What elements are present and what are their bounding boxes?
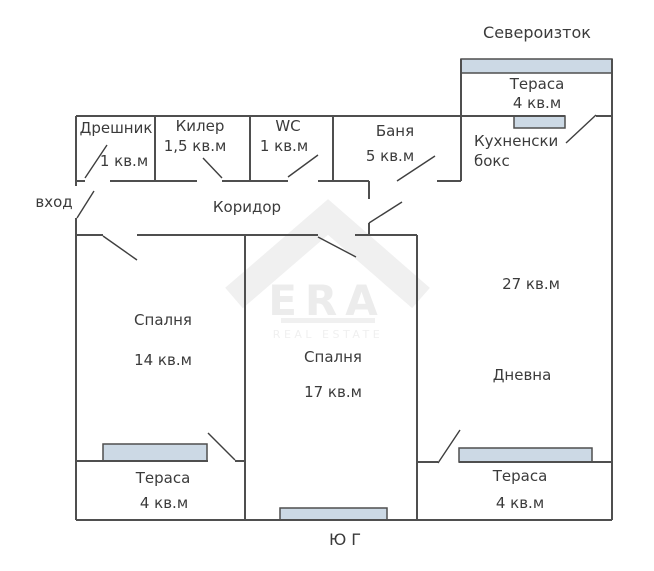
door-dreshnik <box>84 144 108 179</box>
entrance-label: вход <box>35 193 72 211</box>
door-kiler <box>202 157 223 179</box>
door-entrance <box>76 190 95 219</box>
window-kitchen <box>513 115 566 129</box>
labels: Североизток Тераса 4 кв.м Дрешник 1 кв.м… <box>35 23 591 549</box>
door-kitchen-terrace <box>565 114 597 144</box>
kitchen-name-line2: бокс <box>474 152 510 170</box>
terrace-sw-name: Тераса <box>135 469 191 487</box>
door-bedroom-left <box>102 235 138 261</box>
walls <box>75 59 613 521</box>
bedroom-middle-area: 17 кв.м <box>304 383 362 401</box>
wc-name: WC <box>275 117 300 135</box>
kiler-name: Килер <box>176 117 225 135</box>
windows <box>102 58 613 521</box>
bedroom-left-name: Спалня <box>134 311 192 329</box>
era-logo-tagline: REAL ESTATE <box>273 328 383 341</box>
walls-horizontal <box>76 115 612 521</box>
door-banya <box>396 155 436 182</box>
kitchen-name-line1: Кухненски <box>474 132 558 150</box>
doors <box>76 114 597 464</box>
living-area: 27 кв.м <box>502 275 560 293</box>
banya-area: 5 кв.м <box>366 147 414 165</box>
terrace-ne-area: 4 кв.м <box>513 94 561 112</box>
corridor-label: Коридор <box>213 198 281 216</box>
era-logo-bar <box>281 318 375 323</box>
door-living-terrace <box>437 429 461 464</box>
terrace-se-area: 4 кв.м <box>496 494 544 512</box>
era-logo-roof-icon <box>225 199 430 309</box>
dreshnik-area: 1 кв.м <box>100 152 148 170</box>
door-wc <box>287 154 319 178</box>
bedroom-left-area: 14 кв.м <box>134 351 192 369</box>
terrace-se-name: Тераса <box>492 467 548 485</box>
compass-south-label: Ю Г <box>329 530 361 549</box>
dreshnik-name: Дрешник <box>80 119 153 137</box>
window-terrace-ne <box>460 58 613 74</box>
era-logo-brand: ERA <box>268 276 386 325</box>
window-bedroom-middle <box>279 507 388 521</box>
compass-northeast-label: Североизток <box>483 23 591 42</box>
terrace-sw-area: 4 кв.м <box>140 494 188 512</box>
door-bedroom-middle <box>317 236 357 258</box>
terrace-ne-name: Тераса <box>509 75 565 93</box>
bedroom-middle-name: Спалня <box>304 348 362 366</box>
banya-name: Баня <box>376 122 414 140</box>
walls-vertical <box>75 59 613 520</box>
era-watermark: ERA REAL ESTATE <box>225 199 430 341</box>
window-bedroom-left <box>102 443 208 462</box>
door-bedroom-left-terrace <box>207 432 236 461</box>
window-terrace-se <box>458 447 593 463</box>
wc-area: 1 кв.м <box>260 137 308 155</box>
kiler-area: 1,5 кв.м <box>164 137 227 155</box>
door-corridor-living <box>368 201 403 224</box>
living-name: Дневна <box>493 366 552 384</box>
